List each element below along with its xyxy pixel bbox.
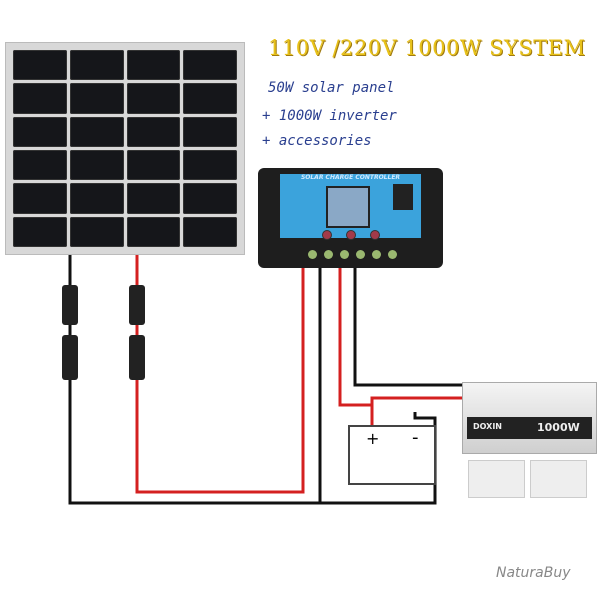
mc4-connectors [62, 285, 145, 380]
controller-label: SOLAR CHARGE CONTROLLER [300, 174, 401, 181]
battery-negative: - [412, 427, 419, 448]
solar-panel [5, 42, 245, 255]
solar-cell [126, 50, 181, 81]
charge-controller: SOLAR CHARGE CONTROLLER [258, 168, 443, 268]
terminal [324, 250, 333, 259]
watermark: NaturaBuy [496, 565, 571, 581]
lcd-screen [326, 186, 370, 228]
usb-ports [393, 184, 413, 210]
solar-cell [69, 50, 124, 81]
inverter-back-view [530, 460, 587, 498]
red-wire-inverter [370, 396, 462, 405]
solar-cell [183, 183, 237, 214]
solar-cell [126, 150, 181, 181]
red-wire-panel [135, 255, 305, 494]
solar-cell [183, 150, 237, 181]
terminal [356, 250, 365, 259]
solar-cell [183, 83, 237, 114]
solar-cell [183, 216, 237, 247]
button-1 [322, 230, 332, 240]
solar-cell [69, 83, 124, 114]
inverter-brand: DOXIN [473, 422, 502, 431]
solar-cell [13, 150, 67, 181]
subtitle-inverter: + 1000W inverter [262, 108, 397, 124]
inverter: DOXIN 1000W [462, 382, 597, 454]
solar-cell [13, 183, 67, 214]
solar-cell [126, 116, 181, 147]
terminal [340, 250, 349, 259]
terminal [388, 250, 397, 259]
terminal [308, 250, 317, 259]
solar-cell [13, 116, 67, 147]
battery-positive: + [366, 429, 380, 448]
inverter-front-view [468, 460, 525, 498]
terminal [372, 250, 381, 259]
solar-cell [13, 83, 67, 114]
solar-cell [13, 50, 67, 81]
button-3 [370, 230, 380, 240]
solar-cell [13, 216, 67, 247]
inverter-rating: 1000W [537, 421, 580, 434]
solar-cell [69, 183, 124, 214]
solar-cell [69, 116, 124, 147]
solar-cell [126, 183, 181, 214]
black-wire-battery [353, 268, 462, 387]
inverter-label-band: DOXIN 1000W [467, 417, 592, 439]
solar-cell [126, 216, 181, 247]
button-2 [346, 230, 356, 240]
system-title: 110V /220V 1000W SYSTEM [268, 36, 586, 60]
solar-cell [183, 116, 237, 147]
solar-cell [126, 83, 181, 114]
solar-cell [183, 50, 237, 81]
controller-face: SOLAR CHARGE CONTROLLER [280, 174, 421, 240]
subtitle-panel: 50W solar panel [268, 80, 395, 96]
solar-cell [69, 216, 124, 247]
red-wire-battery [338, 268, 374, 425]
solar-cell [69, 150, 124, 181]
subtitle-accessories: + accessories [262, 133, 372, 149]
battery: + - [348, 425, 436, 485]
